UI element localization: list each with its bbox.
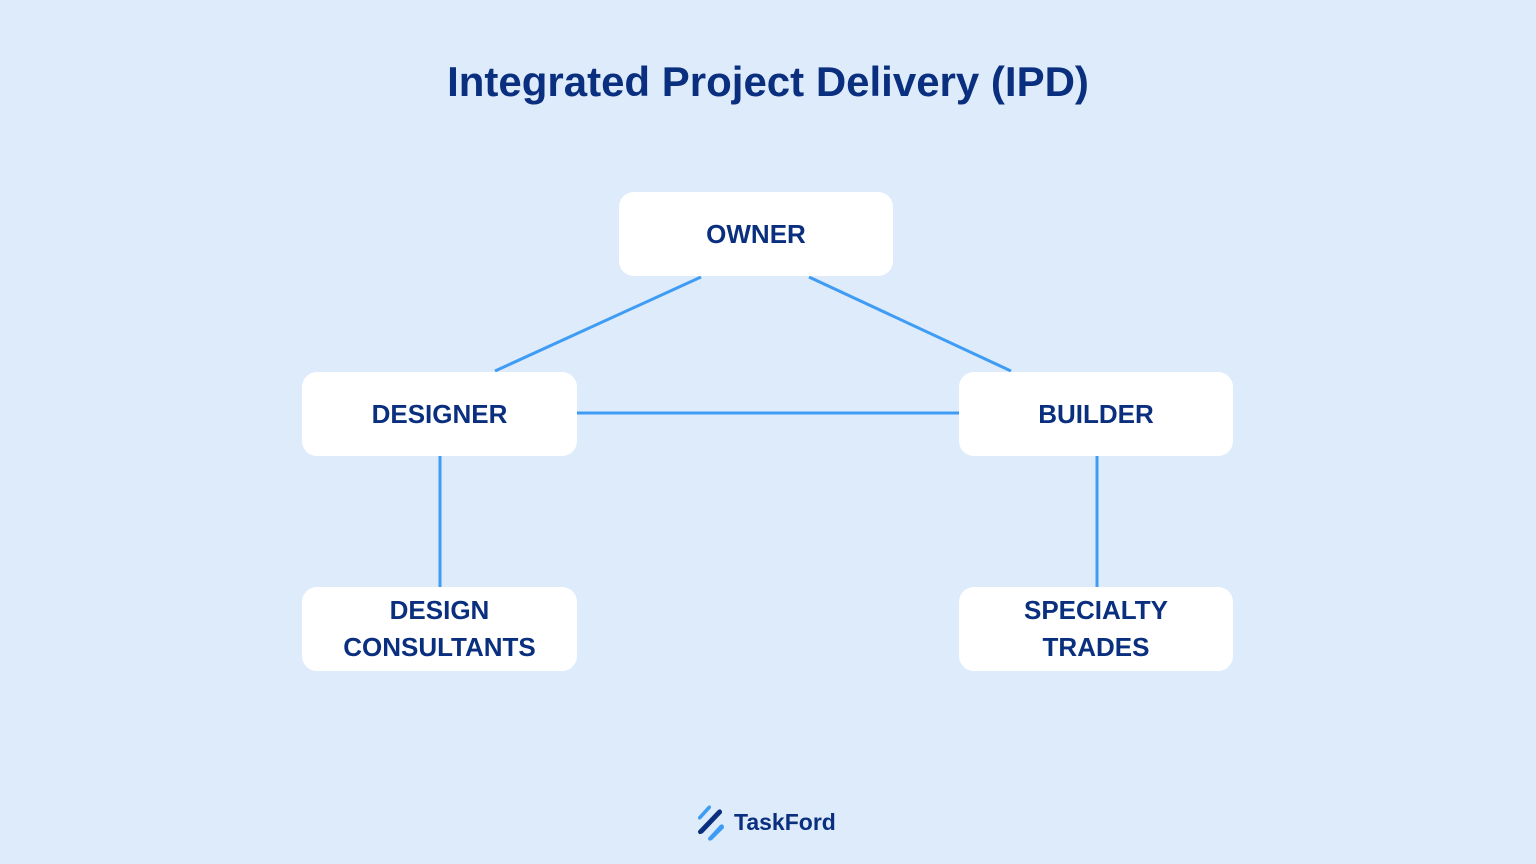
node-label: BUILDER [1038,398,1154,429]
taskford-logo: TaskFord [694,803,836,841]
node-label-line: SPECIALTY [1024,595,1168,625]
node-builder: BUILDER [959,372,1233,456]
node-label-line: TRADES [1042,632,1150,662]
brand-name: TaskFord [734,808,836,835]
node-owner: OWNER [619,192,893,276]
node-label-line: DESIGN [389,595,490,625]
node-specialty-trades: SPECIALTY TRADES [959,587,1233,671]
node-designer: DESIGNER [302,372,577,456]
diagram-title: Integrated Project Delivery (IPD) [447,58,1089,105]
node-label: OWNER [706,218,806,249]
taskford-logo-icon [698,805,724,841]
connector-owner-builder [808,275,1012,373]
node-label: DESIGNER [371,398,508,429]
node-label-line: CONSULTANTS [343,632,536,662]
connector-owner-designer [494,275,702,373]
node-design-consultants: DESIGN CONSULTANTS [302,587,577,671]
